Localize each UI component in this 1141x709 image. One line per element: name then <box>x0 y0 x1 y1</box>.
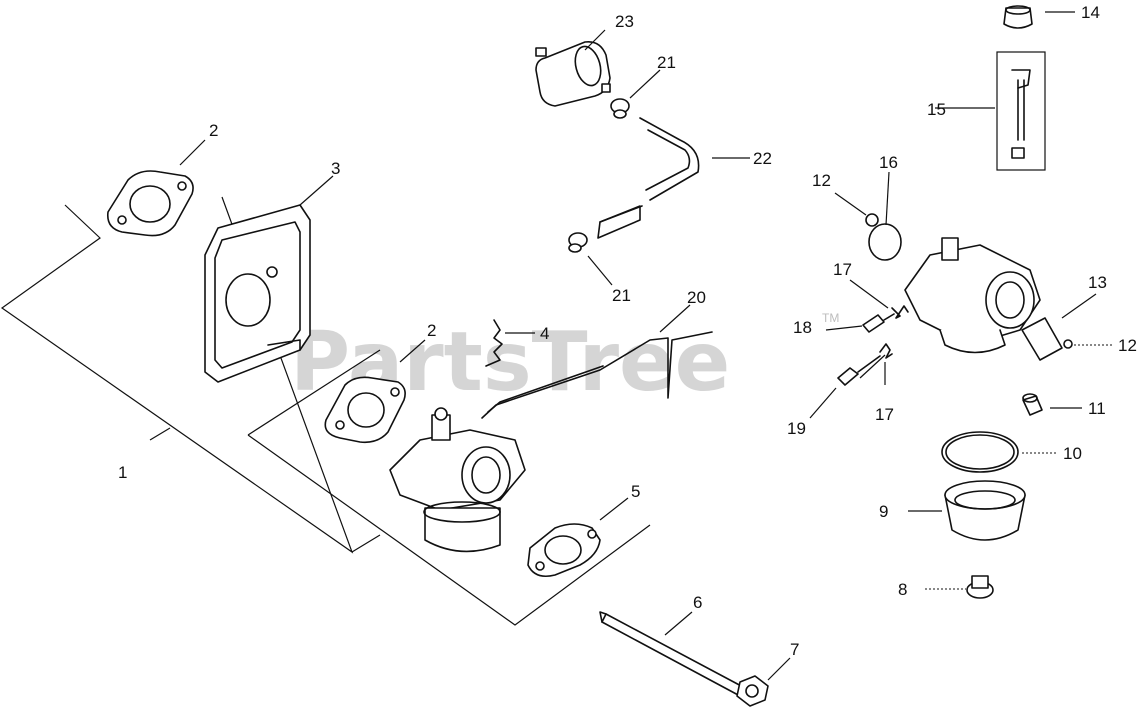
plate-part[interactable] <box>868 223 902 261</box>
bushing-part[interactable] <box>1022 393 1043 416</box>
callout-15: 15 <box>927 100 946 119</box>
baffle-plate-part[interactable] <box>204 204 311 383</box>
callout-9: 9 <box>879 502 888 521</box>
callout-2-lower: 2 <box>427 321 436 340</box>
callout-3: 3 <box>331 159 340 178</box>
primer-cap-part[interactable] <box>1003 5 1033 29</box>
cover-plate-part[interactable] <box>1021 317 1063 361</box>
float-needle-part[interactable] <box>996 51 1046 171</box>
callout-13: 13 <box>1088 273 1107 292</box>
callout-11: 11 <box>1088 399 1106 418</box>
o-ring-part[interactable] <box>941 431 1019 473</box>
callout-6: 6 <box>693 593 702 612</box>
screw-upper-part[interactable] <box>865 213 879 227</box>
callout-4: 4 <box>540 324 549 343</box>
fuel-filter-part[interactable] <box>535 40 611 107</box>
screw-right-part[interactable] <box>1063 339 1073 349</box>
throttle-link-part[interactable] <box>481 331 713 419</box>
callout-1: 1 <box>118 463 127 482</box>
hose-clamp-upper-part[interactable] <box>610 98 630 119</box>
callout-12-upper: 12 <box>812 171 831 190</box>
callout-8: 8 <box>898 580 907 599</box>
kit-bracket-lower <box>247 434 651 626</box>
callout-18: 18 <box>793 318 812 337</box>
callout-17-lower: 17 <box>875 405 894 424</box>
callout-5: 5 <box>631 482 640 501</box>
idle-screw-part[interactable] <box>862 313 895 333</box>
carburetor-body-left[interactable] <box>389 407 526 553</box>
watermark-trademark: TM <box>822 311 839 325</box>
float-bowl-part[interactable] <box>944 480 1026 541</box>
spring-upper-part[interactable] <box>891 305 909 319</box>
hose-clamp-lower-part[interactable] <box>568 232 588 253</box>
callout-14: 14 <box>1081 3 1100 22</box>
callout-7: 7 <box>790 640 799 659</box>
callout-12-right: 12 <box>1118 336 1137 355</box>
spring-lower-part[interactable] <box>879 343 893 359</box>
callout-22: 22 <box>753 149 772 168</box>
kit-bracket-inner <box>247 349 381 436</box>
governor-spring-part[interactable] <box>485 319 503 367</box>
callout-19: 19 <box>787 419 806 438</box>
bowl-gasket-part[interactable] <box>527 523 601 578</box>
gasket-lower-part[interactable] <box>324 376 406 444</box>
main-screw-part[interactable] <box>837 355 881 386</box>
callout-21-lower: 21 <box>612 286 631 305</box>
callout-20: 20 <box>687 288 706 307</box>
hex-head-part[interactable] <box>736 675 769 707</box>
drain-screw-part[interactable] <box>966 575 994 599</box>
callout-16: 16 <box>879 153 898 172</box>
callout-23: 23 <box>615 12 634 31</box>
fuel-line-part[interactable] <box>597 117 700 239</box>
long-bolt-part[interactable] <box>599 611 746 697</box>
kit-bracket-outer <box>0 196 354 554</box>
callout-2-upper: 2 <box>209 121 218 140</box>
leader-lines <box>149 11 1112 681</box>
callout-10: 10 <box>1063 444 1082 463</box>
carburetor-body-right[interactable] <box>904 237 1041 354</box>
callout-17-upper: 17 <box>833 260 852 279</box>
gasket-upper-part[interactable] <box>106 170 194 237</box>
callout-21-upper: 21 <box>657 53 676 72</box>
